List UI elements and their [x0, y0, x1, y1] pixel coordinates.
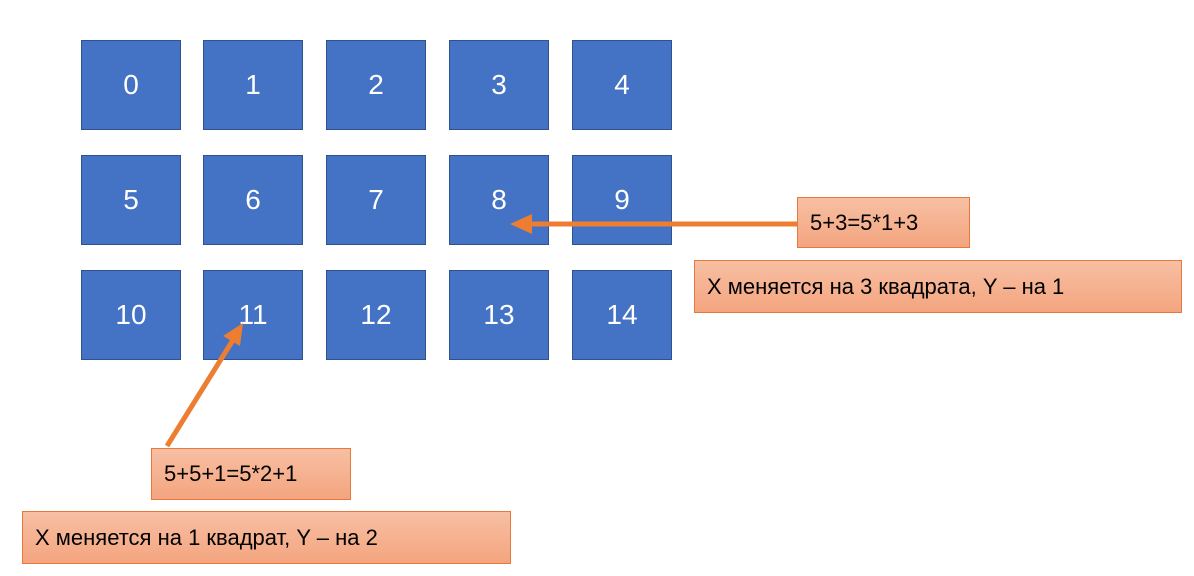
grid-cell-2: 2 [326, 40, 426, 130]
note-box-8: X меняется на 3 квадрата, Y – на 1 [694, 260, 1182, 313]
grid-cell-11: 11 [203, 270, 303, 360]
formula-box-11: 5+5+1=5*2+1 [151, 448, 351, 500]
note-box-11: X меняется на 1 квадрат, Y – на 2 [22, 511, 511, 564]
grid-cell-4: 4 [572, 40, 672, 130]
grid-cell-5: 5 [81, 155, 181, 245]
grid-cell-10: 10 [81, 270, 181, 360]
grid-cell-6: 6 [203, 155, 303, 245]
grid-cell-12: 12 [326, 270, 426, 360]
grid-cell-7: 7 [326, 155, 426, 245]
formula-box-8: 5+3=5*1+3 [797, 197, 970, 248]
grid-cell-8: 8 [449, 155, 549, 245]
grid-cell-14: 14 [572, 270, 672, 360]
arrow-to-11 [164, 323, 243, 448]
grid-cell-0: 0 [81, 40, 181, 130]
grid-cell-1: 1 [203, 40, 303, 130]
grid-cell-3: 3 [449, 40, 549, 130]
grid-cell-13: 13 [449, 270, 549, 360]
arrow-to-8 [510, 214, 797, 234]
grid-cell-9: 9 [572, 155, 672, 245]
